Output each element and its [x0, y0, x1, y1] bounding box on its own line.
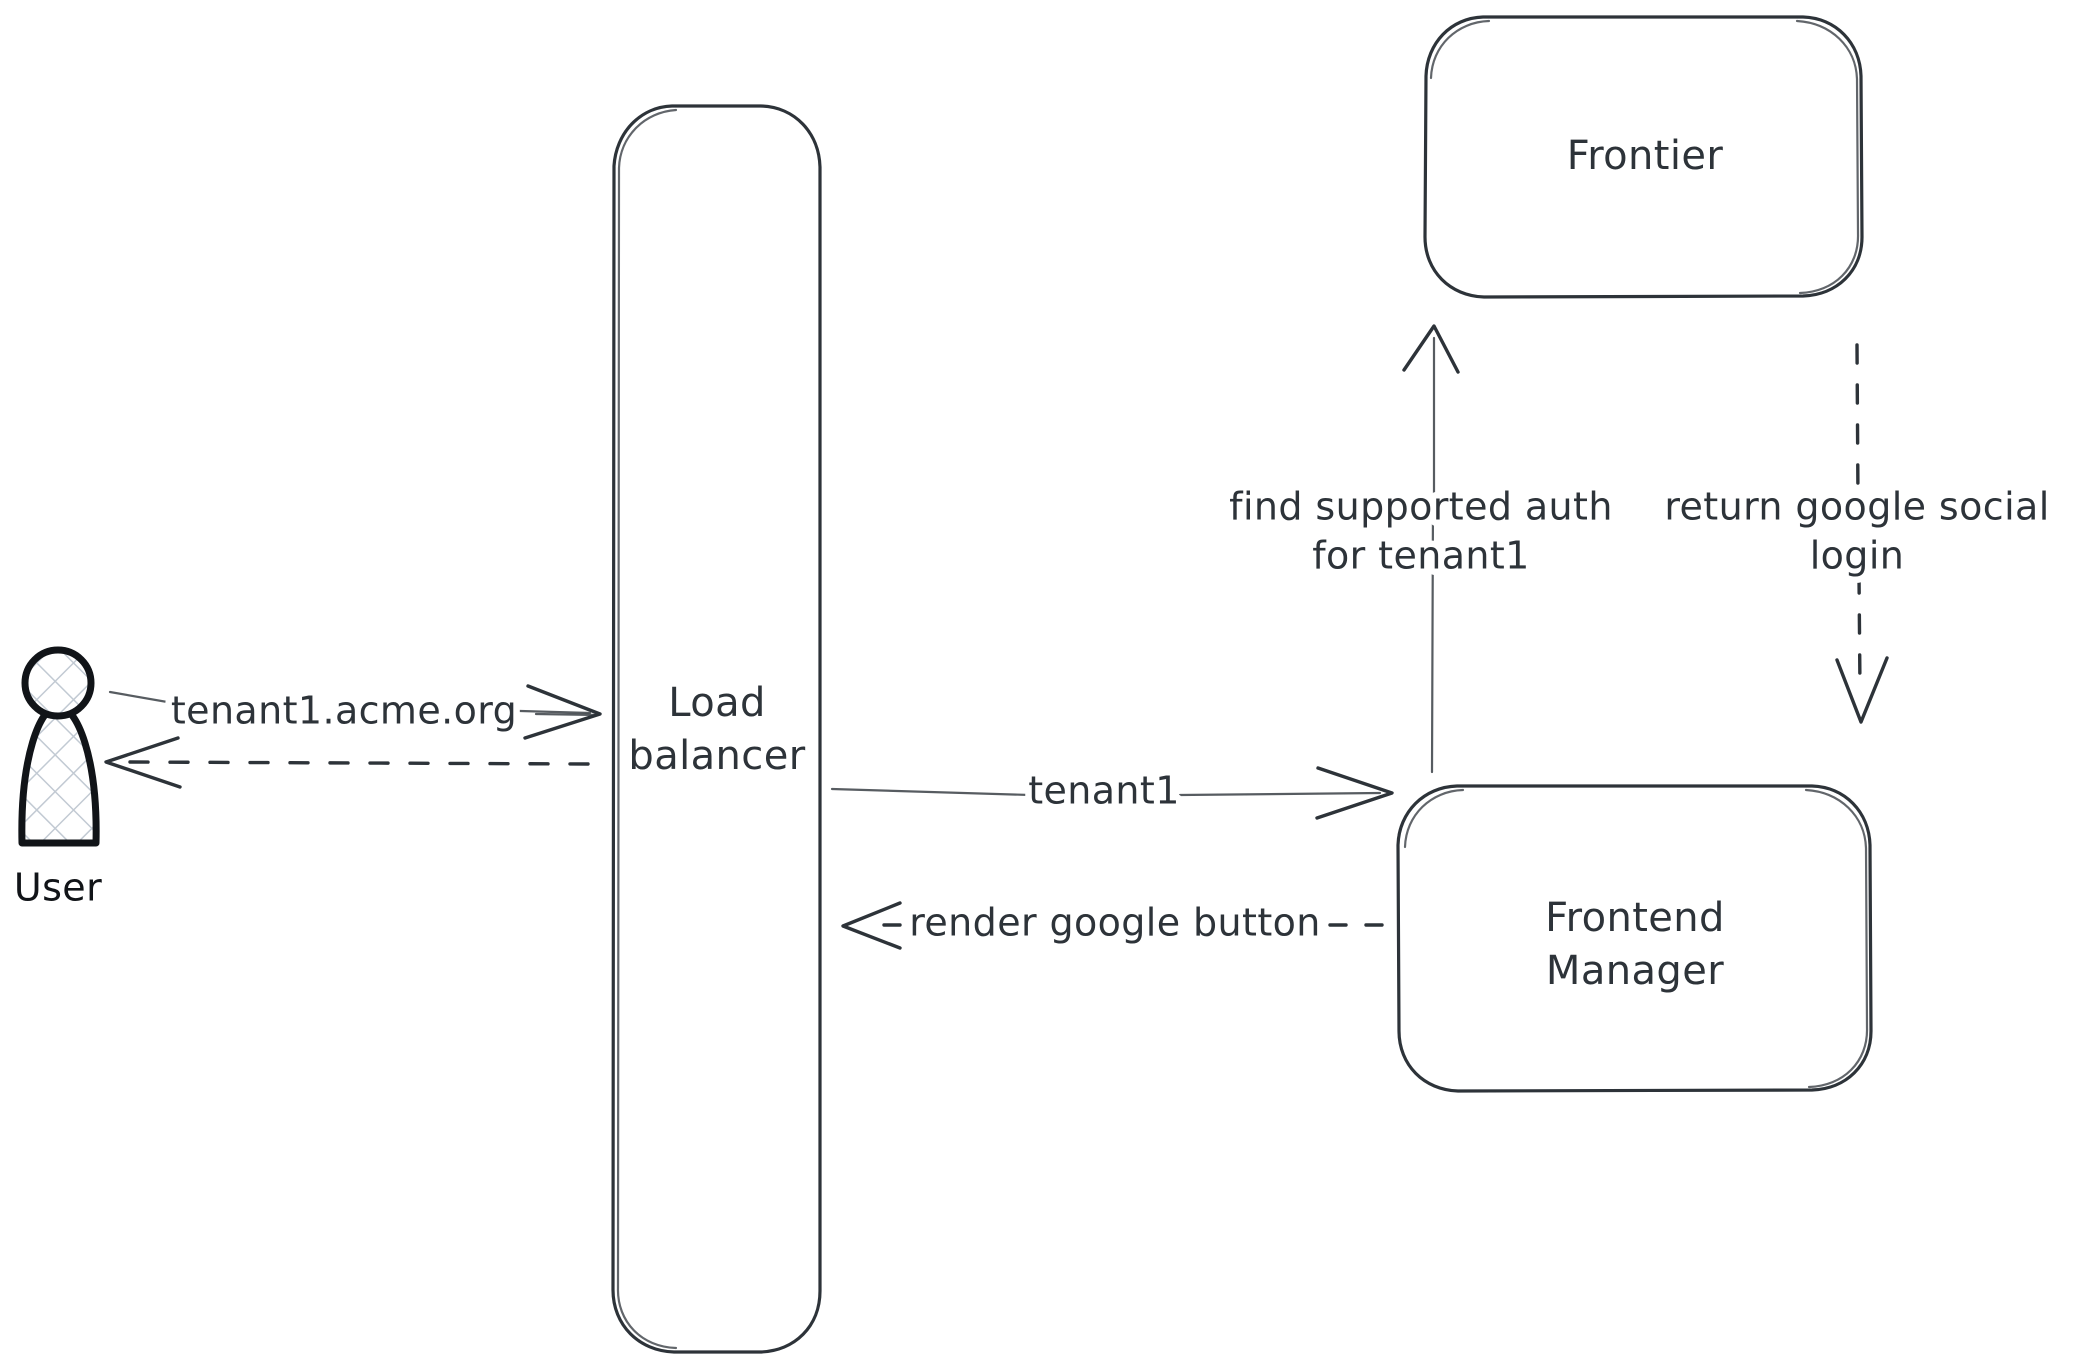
edge-lb-to-fm-arrowhead [1315, 766, 1394, 820]
edge-label-return-login-line2: login [1810, 534, 1905, 578]
edge-load-balancer-to-frontend-manager[interactable]: tenant1 [830, 762, 1394, 820]
edge-lb-to-user-line [126, 760, 590, 766]
edge-frontend-manager-to-load-balancer[interactable]: render google button [841, 894, 1384, 951]
edge-frontier-to-frontend-manager[interactable]: return google social login [1658, 343, 2056, 724]
edge-lb-to-fm-line-left [830, 787, 1032, 797]
user-body-fill [22, 710, 96, 843]
edge-frontier-to-fm-line-upper [1855, 343, 1860, 502]
edge-fm-to-frontier-arrowhead [1402, 324, 1460, 374]
node-user[interactable]: User [14, 646, 102, 910]
edge-user-to-load-balancer[interactable]: tenant1.acme.org [108, 682, 602, 740]
edge-frontend-manager-to-frontier[interactable]: find supported auth for tenant1 [1223, 324, 1619, 774]
edge-user-to-lb-line-left [108, 690, 198, 709]
edge-load-balancer-to-user[interactable] [104, 736, 590, 789]
edge-fm-to-lb-arrowhead [841, 901, 902, 950]
frontend-manager-outline-ghost [1403, 788, 1869, 1089]
edge-user-to-lb-line-right [483, 708, 592, 715]
load-balancer-label-line1: Load [668, 680, 766, 726]
load-balancer-label-line2: balancer [628, 733, 805, 779]
user-head-fill [25, 650, 91, 716]
frontend-manager-outline [1396, 784, 1873, 1093]
edge-lb-to-fm-line-right [1178, 791, 1382, 797]
edge-user-to-lb-arrowhead [523, 684, 602, 740]
edge-label-tenant-host: tenant1.acme.org [171, 689, 517, 733]
edge-frontier-to-fm-line-lower [1857, 573, 1862, 692]
edge-label-tenant: tenant1 [1028, 769, 1180, 813]
edge-label-find-auth-line1: find supported auth [1229, 485, 1613, 529]
node-load-balancer[interactable]: Load balancer [611, 104, 822, 1354]
edge-label-render-google-button: render google button [909, 901, 1321, 945]
edge-label-return-login-line1: return google social [1664, 485, 2049, 529]
user-head-outline [21, 646, 95, 720]
frontier-label: Frontier [1567, 133, 1724, 179]
edge-user-to-lb-arrow-stem [534, 712, 600, 717]
edge-frontier-to-fm-arrowhead [1835, 656, 1889, 724]
user-label: User [14, 866, 102, 910]
load-balancer-outline [611, 104, 822, 1354]
frontier-outline-ghost [1429, 19, 1860, 295]
load-balancer-outline-ghost [616, 108, 678, 1350]
edge-label-find-auth-line2: for tenant1 [1312, 534, 1530, 578]
frontend-manager-label-line2: Manager [1546, 948, 1724, 994]
node-frontend-manager[interactable]: Frontend Manager [1396, 784, 1873, 1093]
node-frontier[interactable]: Frontier [1423, 15, 1864, 299]
edge-fm-to-frontier-line-lower [1430, 498, 1435, 774]
frontend-manager-label-line1: Frontend [1545, 895, 1725, 941]
frontier-outline [1423, 15, 1864, 299]
edge-lb-to-user-arrowhead [104, 736, 182, 789]
